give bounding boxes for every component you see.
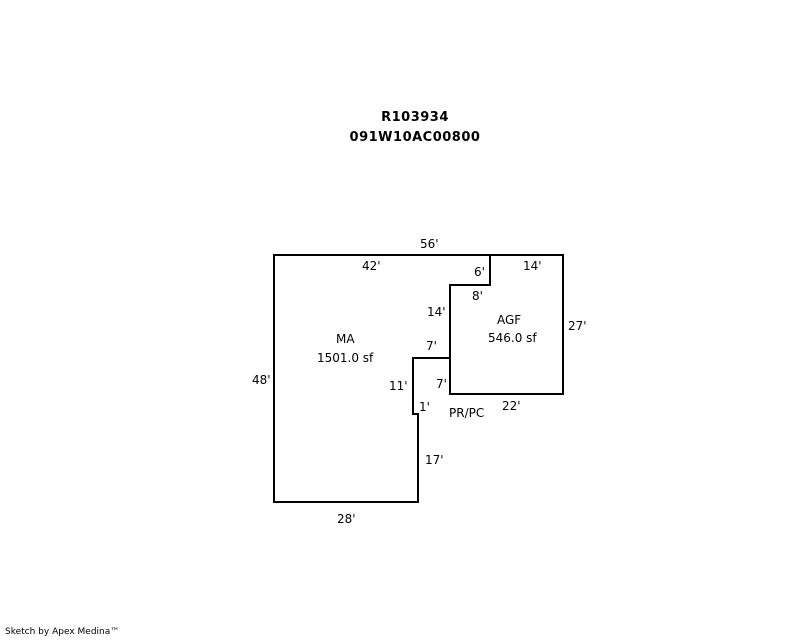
dim-agf-notch-vertical: 6' [474, 265, 485, 279]
dim-ma-lower-right: 17' [425, 453, 444, 467]
footer-credit: Sketch by Apex Medina™ [5, 627, 120, 637]
parcel-id: R103934 [381, 110, 449, 125]
area-prpc-code: PR/PC [449, 406, 485, 420]
area-ma-size: 1501.0 sf [317, 351, 374, 365]
dim-ma-inner-lower: 11' [389, 379, 408, 393]
dim-ma-jog: 1' [419, 400, 430, 414]
map-number: 091W10AC00800 [349, 130, 481, 145]
dim-agf-top: 14' [523, 259, 542, 273]
agf-outline [449, 254, 564, 395]
dim-agf-notch-horizontal: 8' [472, 289, 483, 303]
dim-top-total: 56' [420, 237, 439, 251]
dim-agf-right: 27' [568, 319, 587, 333]
dim-ma-left: 48' [252, 373, 271, 387]
dim-ma-step-horizontal: 7' [426, 339, 437, 353]
dim-ma-bottom: 28' [337, 512, 356, 526]
ma-outline [273, 254, 491, 503]
dim-agf-left-lower: 7' [436, 377, 447, 391]
dim-ma-inner-vertical: 14' [427, 305, 446, 319]
area-ma-code: MA [336, 332, 355, 346]
area-agf-code: AGF [497, 313, 522, 327]
dim-ma-top: 42' [362, 259, 381, 273]
dim-agf-bottom: 22' [502, 399, 521, 413]
area-agf-size: 546.0 sf [488, 331, 537, 345]
